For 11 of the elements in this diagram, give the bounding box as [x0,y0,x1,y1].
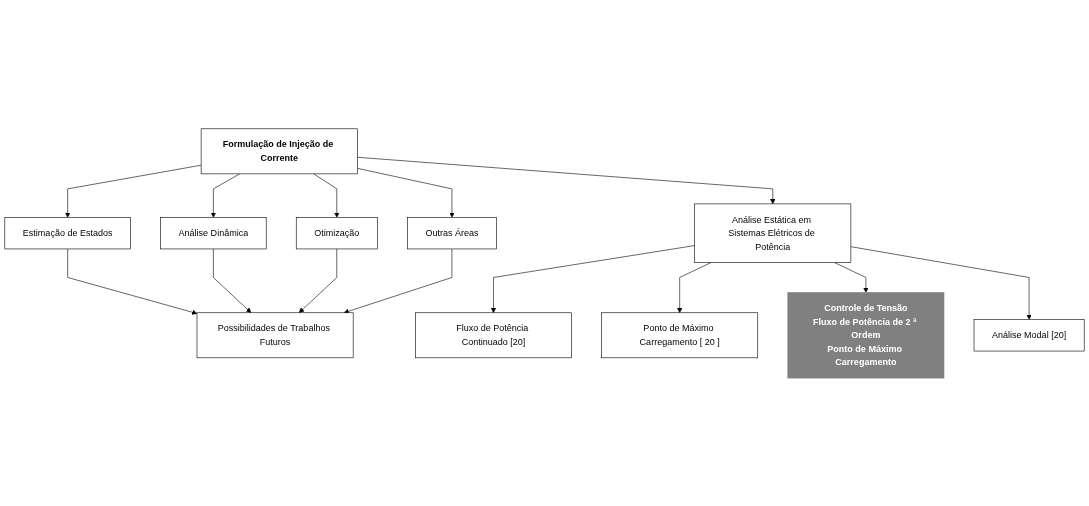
node-box: Outras Áreas [407,216,497,249]
node-box: Controle de Tensão Fluxo de Potência de 2 ª Ordem Ponto de Máximo Carregamento [787,291,945,378]
node-box: Formulação de Injeção de Corrente [200,128,358,174]
node-box: Análise Estática em Sistemas Elétricos de Potência [694,203,852,263]
node-box: Fluxo de Potência Continuado [20] [415,312,572,358]
node-box: Análise Modal [20] [973,318,1085,351]
node-box: Análise Dinâmica [160,216,267,249]
node-box: Estimação de Estados [4,216,131,249]
node-box: Ponto de Máximo Carregamento [ 20 ] [601,312,759,358]
node-box: Otimização [295,216,378,249]
node-box: Possibilidades de Trabalhos Futuros [196,312,354,358]
